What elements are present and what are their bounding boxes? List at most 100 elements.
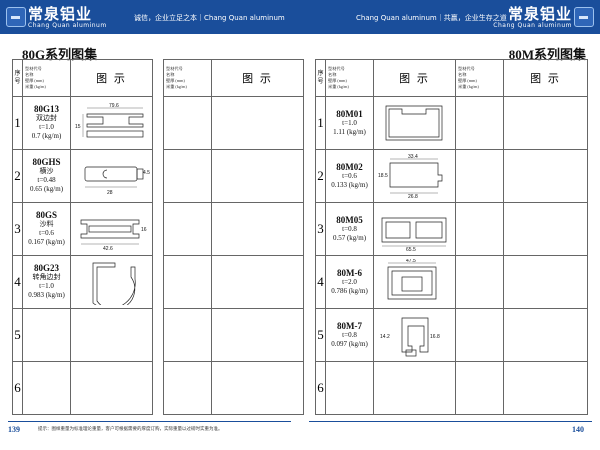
profile-thickness: t=0.8 [342, 224, 357, 233]
brand-badge-icon [574, 7, 594, 27]
header-label: 壁厚 (mm) [458, 78, 477, 83]
profile-code: 80M-6 [337, 267, 362, 278]
page-number-left: 139 [8, 425, 20, 434]
profile-name: 转角边封 [32, 273, 61, 281]
row-number: 5 [315, 308, 326, 362]
header-label: 名称 [25, 72, 34, 77]
profile-picture-cell: 47.5 [373, 255, 456, 309]
profile-code: 80M02 [336, 161, 363, 172]
brand-badge-icon [6, 7, 26, 27]
profile-code: 80G13 [33, 104, 59, 114]
logo-en: Chang Quan aluminum [28, 22, 107, 29]
dimension-label: 47.5 [406, 259, 416, 264]
table-header-row: 型材代号名称壁厚 (mm)米重 (kg/m)图 示 [163, 59, 304, 97]
row-number: 5 [12, 308, 23, 362]
table-row: 6 [315, 361, 456, 415]
header-label: 壁厚 (mm) [25, 78, 44, 83]
profile-picture-cell [70, 361, 153, 415]
profile-weight: 0.7 (kg/m) [31, 132, 62, 140]
table-row [455, 96, 588, 150]
profile-code: 80GHS [32, 157, 61, 167]
profile-weight: 0.167 (kg/m) [28, 238, 65, 246]
dimension-label: 15 [75, 124, 81, 130]
table-header-row: 型材代号名称壁厚 (mm)米重 (kg/m)图 示 [455, 59, 588, 97]
section-title-left: 80G系列图集 [22, 47, 98, 62]
header-label: 型材代号 [458, 66, 475, 71]
profile-drawing: 65.5 [381, 217, 446, 252]
logo-en: Chang Quan aluminum [493, 22, 572, 29]
profile-weight: 0.983 (kg/m) [28, 291, 65, 299]
profile-weight: 0.097 (kg/m) [331, 339, 368, 348]
row-number: 3 [12, 202, 23, 256]
profile-info [325, 361, 374, 415]
empty-info-cell [455, 149, 504, 203]
header-label: 米重 (kg/m) [166, 84, 187, 89]
row-number: 6 [12, 361, 23, 415]
profile-thickness: t=0.8 [342, 330, 357, 339]
footer-note: 提示：图样重量为标准理论重量，客户可根据需要的厚度订购，实际重量以过磅时实重为准… [38, 427, 223, 432]
header-labels: 型材代号名称壁厚 (mm)米重 (kg/m) [163, 59, 212, 97]
footer-line-right [309, 421, 592, 422]
row-number: 3 [315, 202, 326, 256]
slogan-right: Chang Quan aluminum｜共赢，企业生存之道 [356, 14, 507, 22]
dimension-label: 42.6 [103, 246, 113, 252]
table-row [163, 255, 304, 309]
empty-info-cell [455, 308, 504, 362]
empty-picture-cell [503, 96, 588, 150]
header-labels: 型材代号名称壁厚 (mm)米重 (kg/m) [455, 59, 504, 97]
footer-line-left [8, 421, 291, 422]
header-label: 壁厚 (mm) [328, 78, 347, 83]
empty-info-cell [163, 202, 212, 256]
profile-picture-cell: 65.5 [373, 202, 456, 256]
row-number: 4 [315, 255, 326, 309]
empty-picture-cell [211, 202, 304, 256]
profile-drawing: 33.426.818.5 [378, 154, 442, 199]
logo-cn: 常泉铝业 [28, 5, 93, 23]
table-row [163, 149, 304, 203]
table-row [163, 202, 304, 256]
profile-picture-cell [373, 96, 456, 150]
profile-picture-cell [373, 361, 456, 415]
profile-code: 80M-7 [337, 320, 362, 331]
profile-info [22, 361, 71, 415]
empty-info-cell [455, 361, 504, 415]
table-row [455, 202, 588, 256]
table-row [163, 361, 304, 415]
catalog-table-right-blank: 型材代号名称壁厚 (mm)米重 (kg/m)图 示 [455, 59, 588, 415]
empty-info-cell [455, 202, 504, 256]
profile-code: 80M05 [336, 214, 363, 225]
empty-info-cell [163, 361, 212, 415]
profile-drawing [385, 105, 442, 141]
profile-thickness: t=0.6 [39, 229, 54, 237]
empty-picture-cell [503, 202, 588, 256]
catalog-table-left-blank: 型材代号名称壁厚 (mm)米重 (kg/m)图 示 [163, 59, 304, 415]
profile-name: 双边封 [36, 114, 57, 122]
dimension-label: 18.5 [378, 173, 388, 179]
table-row: 5 [12, 308, 153, 362]
dimension-label: 28 [107, 190, 113, 196]
profile-code: 80G23 [33, 263, 59, 273]
header-pic: 图 示 [70, 59, 153, 97]
profile-weight: 0.65 (kg/m) [29, 185, 64, 193]
table-header-row: 序号型材代号名称壁厚 (mm)米重 (kg/m)图 示 [315, 59, 456, 97]
row-number: 2 [315, 149, 326, 203]
profile-drawing: 42.616 [80, 219, 146, 252]
dimension-label: 26.8 [408, 194, 418, 199]
profile-thickness: t=2.0 [342, 277, 357, 286]
